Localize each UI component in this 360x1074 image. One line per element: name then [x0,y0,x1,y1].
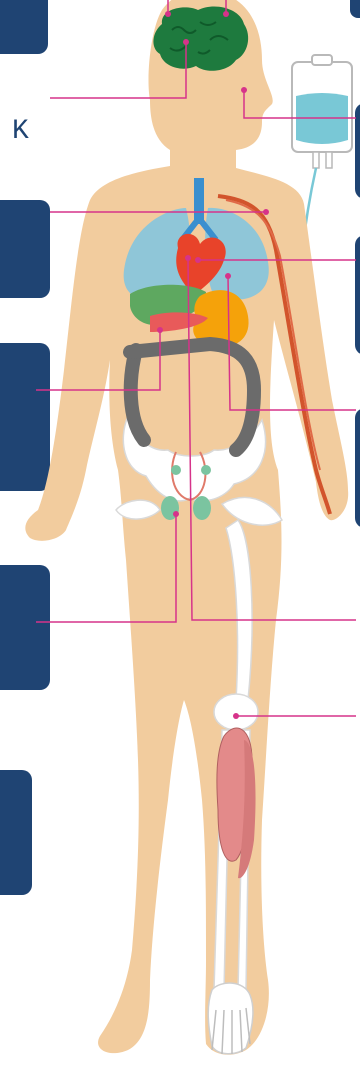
label-box-left-5[interactable] [0,770,32,895]
partial-label-text: K [12,116,29,147]
body-silhouette [25,0,348,1055]
label-box-right-3[interactable] [355,235,360,355]
label-box-right-4[interactable] [355,408,360,528]
label-box-right-1[interactable] [350,0,360,18]
label-box-left-3[interactable] [0,343,50,491]
label-box-left-4[interactable] [0,565,50,690]
foot-bones-icon [208,983,253,1054]
label-box-left-2[interactable] [0,200,50,298]
label-box-left-1[interactable] [0,0,48,54]
